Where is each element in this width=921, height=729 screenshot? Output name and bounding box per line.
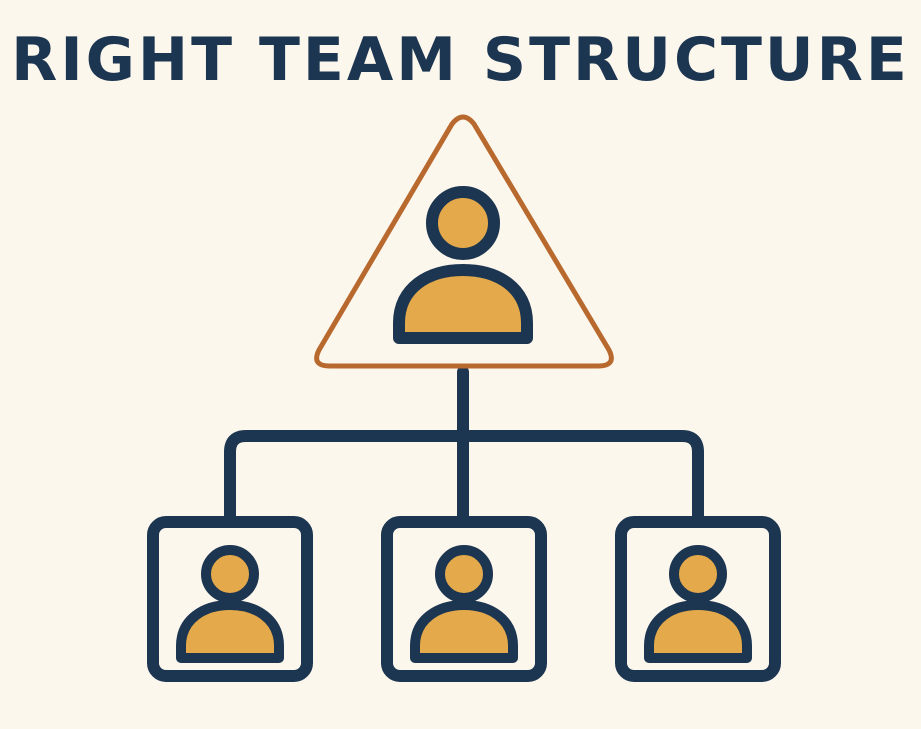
leader-triangle	[314, 114, 614, 369]
member-node-left	[147, 516, 313, 682]
member-node-center	[381, 516, 547, 682]
person-icon	[176, 545, 284, 663]
member-body	[410, 600, 518, 663]
member-head	[435, 545, 493, 603]
page-title: RIGHT TEAM STRUCTURE	[11, 25, 910, 95]
leader-body	[393, 264, 533, 344]
connector-left-branch	[224, 430, 469, 528]
member-node-right	[615, 516, 781, 682]
member-body	[176, 600, 284, 663]
leader-head	[426, 186, 500, 260]
leader-node	[314, 114, 614, 369]
member-head	[669, 545, 727, 603]
person-icon	[410, 545, 518, 663]
member-head	[201, 545, 259, 603]
member-body	[644, 600, 752, 663]
person-icon	[644, 545, 752, 663]
person-icon	[393, 186, 533, 344]
connector-right-branch	[457, 430, 704, 528]
connector-lines	[224, 366, 704, 528]
